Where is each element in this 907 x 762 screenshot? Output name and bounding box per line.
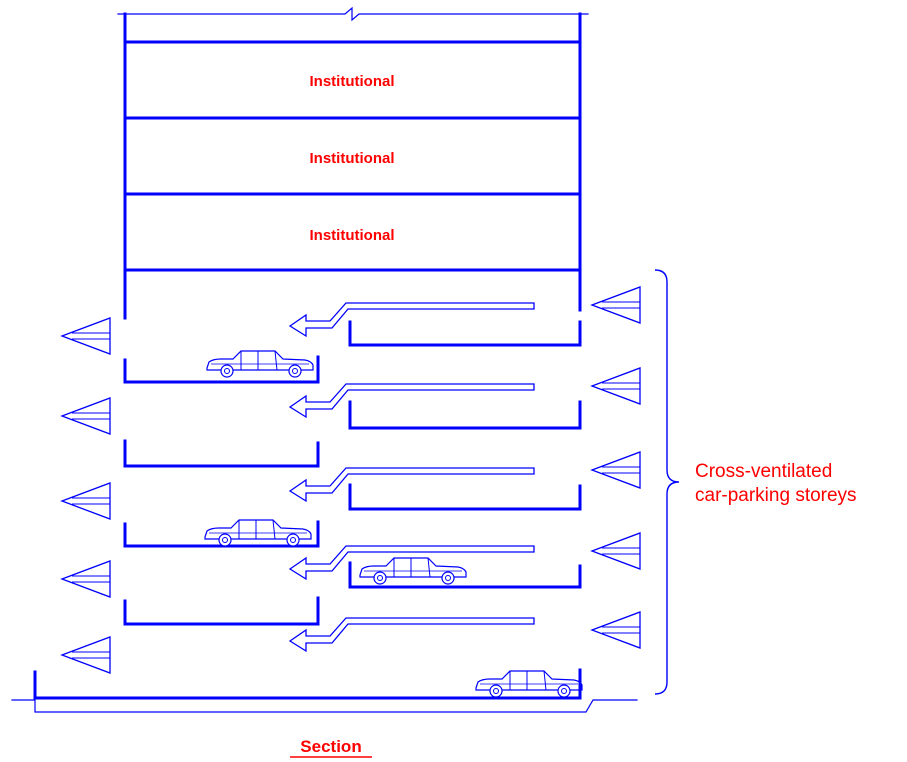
institutional-label: Institutional — [310, 150, 395, 167]
airflow-arrow-icon — [289, 302, 535, 337]
institutional-label: Institutional — [310, 227, 395, 244]
parking-slab-right — [348, 320, 582, 347]
exhaust-arrow-icon — [61, 482, 111, 520]
intake-arrow-icon — [591, 532, 641, 570]
exhaust-arrow-icon — [61, 397, 111, 435]
ground-slab — [33, 668, 582, 700]
car-icon — [206, 350, 314, 378]
parking-slab-left — [123, 596, 320, 626]
airflow-arrow-icon — [289, 617, 535, 652]
parking-slab-right — [348, 561, 582, 589]
ground-line — [11, 699, 638, 713]
exhaust-arrow-icon — [61, 317, 111, 355]
car-icon — [359, 557, 467, 585]
parking-slab-left — [123, 520, 320, 548]
intake-arrow-icon — [591, 451, 641, 489]
parking-slab-left — [123, 355, 320, 384]
parking-slab-right — [348, 400, 582, 430]
section-title: Section — [300, 737, 361, 756]
intake-arrow-icon — [591, 611, 641, 649]
side-label-line-1: Cross-ventilated — [695, 461, 832, 482]
parking-slab-left — [123, 439, 320, 468]
intake-arrow-icon — [591, 286, 641, 324]
exhaust-arrow-icon — [61, 636, 111, 674]
car-icon — [204, 519, 312, 547]
airflow-arrow-icon — [289, 383, 535, 418]
exhaust-arrow-icon — [61, 560, 111, 598]
brace-icon — [654, 269, 680, 695]
intake-arrow-icon — [591, 367, 641, 405]
side-label-line-2: car-parking storeys — [695, 485, 857, 506]
roof-break-line — [117, 6, 589, 22]
parking-slab-right — [348, 483, 582, 511]
car-icon — [475, 670, 583, 698]
building-structure — [11, 6, 638, 713]
airflow-arrow-icon — [289, 545, 535, 580]
institutional-label: Institutional — [310, 73, 395, 90]
airflow-arrow-icon — [289, 467, 535, 502]
